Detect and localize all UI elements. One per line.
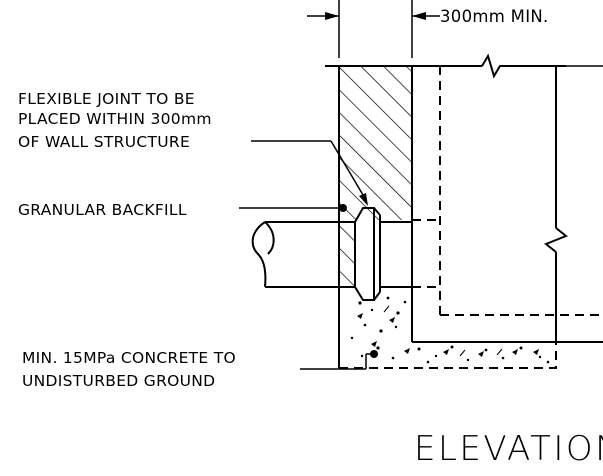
top-break-symbol [481, 53, 566, 79]
dimension-arrow-left [325, 12, 339, 20]
pipe [251, 207, 412, 301]
wall-hatch [339, 66, 412, 287]
collar-lip-bottom [373, 291, 381, 301]
annotations: FLEXIBLE JOINT TO BE PLACED WITHIN 300mm… [18, 90, 236, 390]
wall-section [325, 53, 603, 368]
pipe-break-end [251, 221, 267, 288]
right-break-symbol [544, 227, 568, 253]
dimension-300mm: 300mm MIN. [307, 0, 549, 58]
joint-leader-arrow [359, 193, 368, 206]
concrete-outline-dashed [339, 342, 557, 369]
dimension-text: 300mm MIN. [440, 7, 549, 26]
right-break-line [544, 66, 568, 342]
concrete-stipple [350, 296, 550, 364]
concrete-leader-dot [370, 350, 378, 358]
flexible-joint-label-line1: FLEXIBLE JOINT TO BE [18, 90, 195, 108]
backfill-leader-dot [339, 204, 347, 212]
collar-lip-top [373, 207, 381, 216]
joint-leader-diagonal [330, 140, 367, 201]
dimension-arrow-right [412, 12, 426, 20]
concrete-label-line1: MIN. 15MPa CONCRETE TO [22, 349, 236, 367]
chamber-interior [412, 66, 603, 343]
concrete-label-line2: UNDISTURBED GROUND [22, 372, 215, 390]
drawing-title: ELEVATION [414, 429, 603, 469]
flexible-joint-label-line2: PLACED WITHIN 300mm [18, 110, 212, 128]
leaders [239, 140, 378, 370]
pipe-break-inner [264, 221, 275, 255]
flexible-joint-collar [354, 207, 375, 301]
granular-backfill-label: GRANULAR BACKFILL [18, 201, 187, 219]
concrete-base [339, 296, 557, 369]
flexible-joint-label-line3: OF WALL STRUCTURE [18, 133, 190, 151]
